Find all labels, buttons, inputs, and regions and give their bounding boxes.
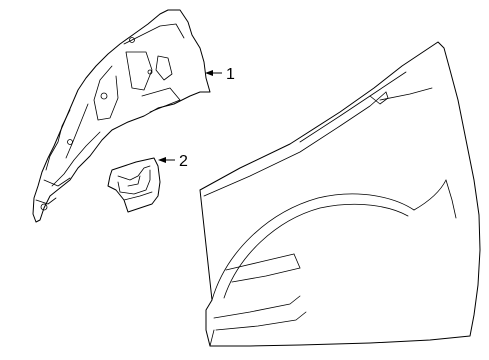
callout-2-arrowhead [158, 157, 166, 163]
callout-1-arrowhead [205, 70, 213, 76]
callout-2: 2 [158, 153, 188, 170]
quarter-panel-outer [199, 41, 481, 347]
part-2-bracket [107, 157, 161, 213]
callout-1: 1 [205, 66, 235, 83]
part-1-inner-quarter-panel [32, 9, 211, 223]
callout-1-label: 1 [226, 66, 235, 83]
callout-2-label: 2 [179, 153, 188, 170]
